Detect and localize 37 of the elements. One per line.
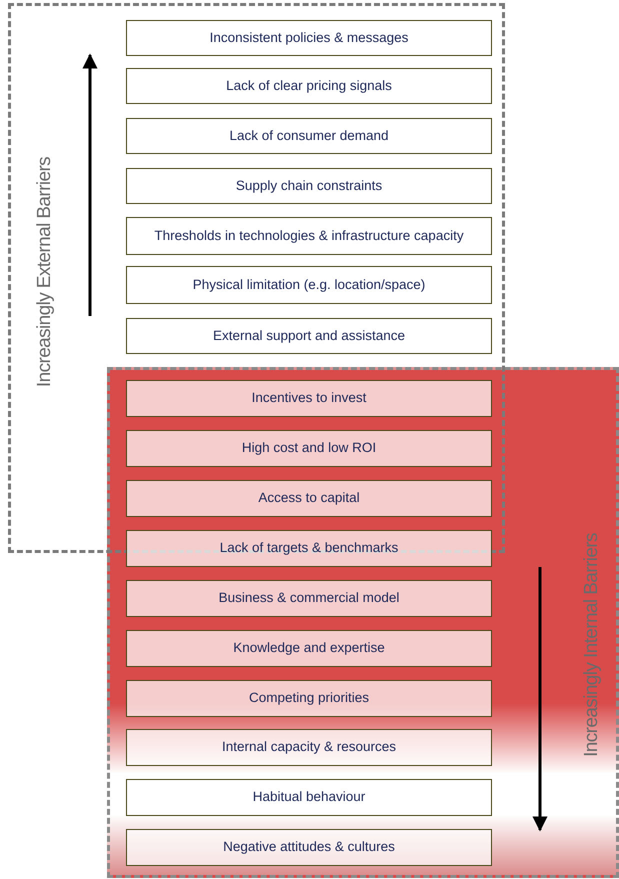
barrier-box [126, 20, 492, 56]
barrier-box [126, 580, 492, 617]
region-label: Increasingly External Barriers [34, 156, 56, 388]
box-label: Knowledge and expertise [232, 641, 386, 656]
box-label: Internal capacity & resources [220, 740, 398, 755]
barrier-box [126, 118, 492, 154]
barrier-box [126, 829, 492, 866]
barrier-box [126, 729, 492, 766]
barrier-box [126, 530, 492, 567]
box-label: Physical limitation (e.g. location/space) [192, 278, 426, 292]
barrier-box [126, 318, 492, 354]
barrier-box [126, 217, 492, 255]
box-label: High cost and low ROI [240, 441, 378, 456]
barrier-box [126, 68, 492, 104]
box-label: Access to capital [257, 491, 361, 506]
barrier-box [126, 480, 492, 517]
box-label: Competing priorities [248, 691, 370, 706]
box-label: Lack of consumer demand [228, 128, 390, 144]
box-label: Incentives to invest [250, 391, 368, 406]
box-label: Lack of clear pricing signals [225, 78, 393, 94]
barrier-box [126, 266, 492, 304]
box-label: Lack of targets & benchmarks [218, 541, 400, 556]
barrier-box [126, 430, 492, 467]
box-label: Negative attitudes & cultures [222, 840, 396, 855]
barrier-box [126, 779, 492, 816]
box-label: Inconsistent policies & messages [208, 30, 410, 46]
barrier-box [126, 380, 492, 417]
box-label: Thresholds in technologies & infrastructure capacity [153, 228, 465, 244]
box-label: Supply chain constraints [234, 178, 384, 194]
barrier-box [126, 680, 492, 717]
box-label: Habitual behaviour [252, 790, 366, 805]
barrier-box [126, 168, 492, 204]
box-label: Business & commercial model [218, 591, 400, 606]
region-label: Increasingly Internal Barriers [581, 533, 603, 757]
dashed-region [8, 3, 505, 553]
box-label: External support and assistance [212, 328, 406, 344]
barrier-box [126, 630, 492, 667]
